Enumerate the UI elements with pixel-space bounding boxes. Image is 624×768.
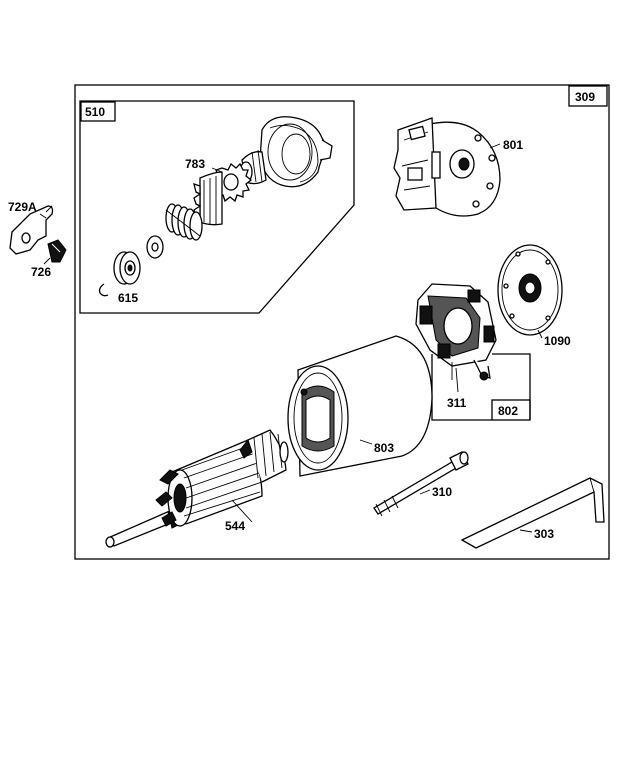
part-label-801: 801 (503, 138, 523, 152)
drive-housing (235, 116, 333, 188)
pinion-gear (193, 162, 253, 226)
part-labels: 729A 726 783 615 801 1090 311 803 310 54… (8, 138, 571, 541)
bracket-729a (9, 205, 54, 255)
brush-box-number-frame (491, 399, 531, 421)
through-bolt-310 (373, 451, 469, 517)
field-frame-803 (287, 335, 433, 477)
brush-box-number: 802 (498, 404, 518, 418)
stop-collar (113, 251, 141, 285)
part-label-615: 615 (118, 291, 138, 305)
retaining-ring (98, 283, 109, 297)
part-label-310: 310 (432, 485, 452, 499)
thrust-washer (146, 235, 164, 259)
drive-spring (165, 203, 203, 241)
subassembly-number: 510 (85, 105, 105, 119)
brush-holder-assembly: 802 (415, 283, 531, 421)
strap-303 (460, 477, 605, 549)
part-label-803: 803 (374, 441, 394, 455)
leader-lines (43, 143, 543, 533)
end-plate-801 (393, 117, 501, 217)
part-label-303: 303 (534, 527, 554, 541)
part-label-311: 311 (447, 396, 467, 410)
end-cap-1090 (497, 244, 563, 336)
subassembly-510-frame: 510 (79, 100, 355, 314)
armature-544 (105, 429, 289, 548)
assembly-number-box (568, 85, 608, 107)
screw-726 (47, 239, 67, 263)
part-label-729a: 729A (8, 200, 37, 214)
part-label-783: 783 (185, 157, 205, 171)
part-label-1090: 1090 (544, 334, 571, 348)
assembly-frame: 309 (74, 84, 610, 560)
assembly-number: 309 (575, 90, 595, 104)
subassembly-number-box (80, 101, 116, 122)
part-label-544: 544 (225, 519, 245, 533)
part-label-726: 726 (31, 265, 51, 279)
